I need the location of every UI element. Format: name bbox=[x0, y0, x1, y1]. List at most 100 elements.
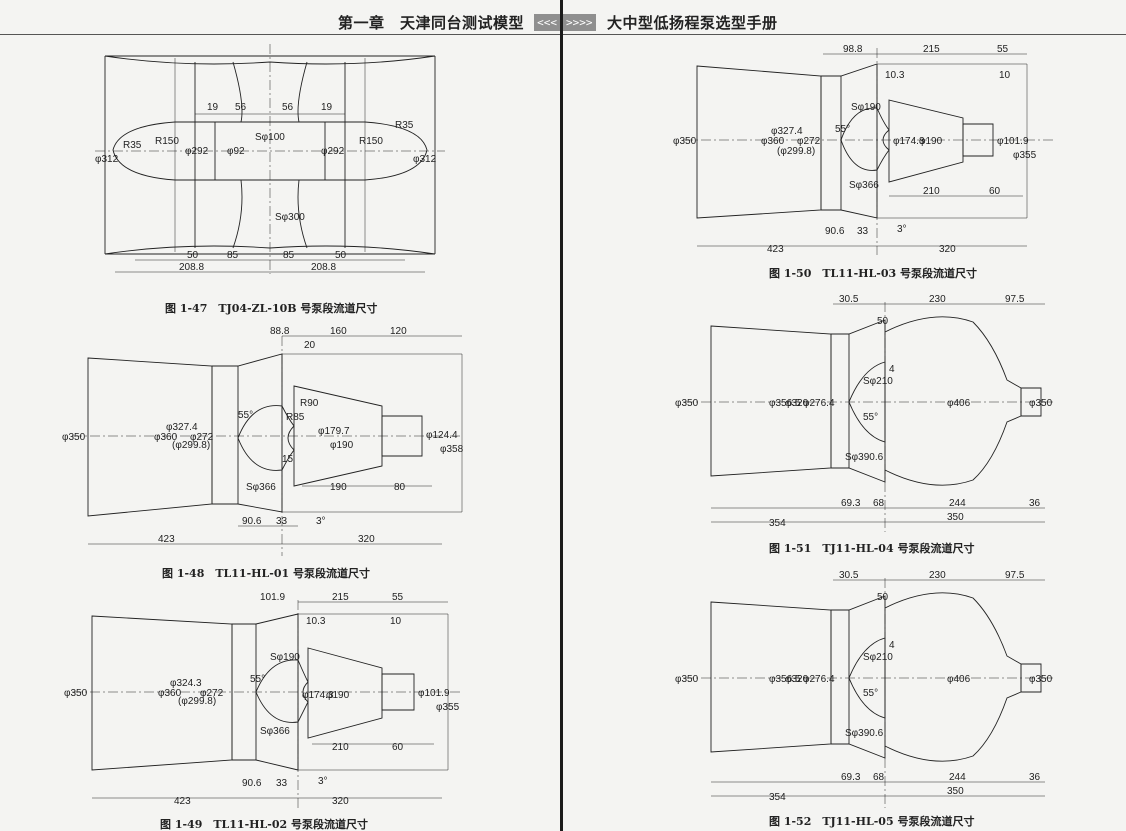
dim-label: 55° bbox=[250, 674, 265, 685]
dim-label: 33 bbox=[857, 226, 869, 237]
dim-label: 55° bbox=[863, 688, 878, 699]
dim-label: 3° bbox=[897, 224, 907, 235]
dim-label: 350 bbox=[947, 786, 964, 797]
dim-label: φ350 bbox=[1029, 674, 1053, 685]
dim-label: 15 bbox=[282, 454, 294, 465]
header-chevron-right-icon: >>>> bbox=[563, 14, 596, 31]
dim-label: Sφ210 bbox=[863, 652, 893, 663]
dim-label: 20 bbox=[304, 340, 316, 351]
dim-label: 423 bbox=[158, 534, 175, 545]
dim-label: 210 bbox=[923, 186, 940, 197]
dim-label: 190 bbox=[330, 482, 347, 493]
dim-label: 244 bbox=[949, 772, 966, 783]
dim-label: Sφ366 bbox=[246, 482, 276, 493]
dim-label: R85 bbox=[286, 412, 305, 423]
dim-label: 208.8 bbox=[311, 262, 336, 273]
dim-label: φ327.4 bbox=[771, 126, 803, 137]
dim-label: 56 bbox=[282, 102, 294, 113]
dim-label: φ292 bbox=[321, 146, 345, 157]
dim-label: φ350 bbox=[62, 432, 86, 443]
dim-label: φ101.9 bbox=[997, 136, 1029, 147]
dim-label: 50 bbox=[877, 592, 889, 603]
dim-label: 69.3 bbox=[841, 772, 861, 783]
figure-1-48-caption: 图 1-48 TL11-HL-01 号泵段流道尺寸 bbox=[162, 567, 370, 580]
dim-label: φ190 bbox=[919, 136, 943, 147]
figure-1-49-caption: 图 1-49 TL11-HL-02 号泵段流道尺寸 bbox=[160, 818, 368, 831]
dim-label: 97.5 bbox=[1005, 570, 1025, 581]
dim-label: 50 bbox=[187, 250, 199, 261]
dim-label: 423 bbox=[174, 796, 191, 807]
dim-label: 55° bbox=[238, 410, 253, 421]
dim-label: 10.3 bbox=[306, 616, 326, 627]
dim-label: 50 bbox=[335, 250, 347, 261]
dim-label: 19 bbox=[207, 102, 219, 113]
dim-label: 90.6 bbox=[242, 516, 262, 527]
dim-label: 354 bbox=[769, 792, 786, 803]
dim-label: 215 bbox=[923, 44, 940, 55]
dim-label: φ179.7 bbox=[318, 426, 350, 437]
dim-label: φ190 bbox=[330, 440, 354, 451]
dim-label: 55 bbox=[997, 44, 1009, 55]
figure-1-48-drawing: 88.8 160 120 20 55° R90 R85 φ350 φ360 φ3… bbox=[62, 326, 464, 556]
dim-label: φ101.9 bbox=[418, 688, 450, 699]
dim-label: 30.5 bbox=[839, 570, 859, 581]
dim-label: φ360 bbox=[154, 432, 178, 443]
dim-label: Sφ300 bbox=[275, 212, 305, 223]
chapter-header: 第一章 天津同台测试模型 bbox=[337, 14, 524, 32]
dim-label: φ350 bbox=[675, 674, 699, 685]
dim-label: Sφ100 bbox=[255, 132, 285, 143]
header-rule bbox=[0, 34, 560, 35]
dim-label: 98.8 bbox=[843, 44, 863, 55]
dim-label: 56 bbox=[235, 102, 247, 113]
dim-label: 90.6 bbox=[242, 778, 262, 789]
dim-label: (φ299.8) bbox=[777, 146, 815, 157]
dim-label: 320 bbox=[939, 244, 956, 255]
dim-label: 33 bbox=[276, 778, 288, 789]
dim-label: 160 bbox=[330, 326, 347, 337]
dim-label: Sφ366 bbox=[849, 180, 879, 191]
dim-label: φ406 bbox=[947, 674, 971, 685]
dim-label: 354 bbox=[769, 518, 786, 529]
figure-1-50-caption: 图 1-50 TL11-HL-03 号泵段流道尺寸 bbox=[769, 267, 977, 280]
dim-label: φ350 bbox=[1029, 398, 1053, 409]
dim-label: Sφ390.6 bbox=[845, 452, 884, 463]
dim-label: φ324.3 bbox=[170, 678, 202, 689]
dim-label: 60 bbox=[392, 742, 404, 753]
header-chevron-left-icon: <<< bbox=[534, 14, 560, 31]
dim-label: 88.8 bbox=[270, 326, 290, 337]
figure-1-47-caption: 图 1-47 TJ04-ZL-10B 号泵段流道尺寸 bbox=[165, 302, 378, 315]
dim-label: 120 bbox=[390, 326, 407, 337]
dim-label: Sφ210 bbox=[863, 376, 893, 387]
dim-label: 244 bbox=[949, 498, 966, 509]
dim-label: φ350 bbox=[675, 398, 699, 409]
dim-label: 36 bbox=[1029, 772, 1041, 783]
dim-label: φ276.4 bbox=[803, 398, 835, 409]
dim-label: 320 bbox=[358, 534, 375, 545]
dim-label: φ312 bbox=[95, 154, 119, 165]
dim-label: R35 bbox=[395, 120, 414, 131]
dim-label: 101.9 bbox=[260, 592, 285, 603]
dim-label: 4 bbox=[889, 640, 895, 651]
dim-label: 55 bbox=[392, 592, 404, 603]
dim-label: φ355 bbox=[1013, 150, 1037, 161]
dim-label: R150 bbox=[155, 136, 179, 147]
figure-1-52-drawing: 30.5 230 97.5 50 4 Sφ210 55° φ350 φ356.5… bbox=[673, 568, 1053, 808]
dim-label: Sφ390.6 bbox=[845, 728, 884, 739]
dim-label: 423 bbox=[767, 244, 784, 255]
left-page: 第一章 天津同台测试模型 <<< bbox=[0, 0, 560, 831]
dim-label: 10 bbox=[390, 616, 402, 627]
dim-label: φ356.5 bbox=[769, 398, 801, 409]
dim-label: 60 bbox=[989, 186, 1001, 197]
dim-label: Sφ366 bbox=[260, 726, 290, 737]
dim-label: φ312 bbox=[413, 154, 437, 165]
dim-label: φ406 bbox=[947, 398, 971, 409]
dim-label: 69.3 bbox=[841, 498, 861, 509]
page-gutter bbox=[560, 0, 563, 831]
dim-label: 230 bbox=[929, 570, 946, 581]
dim-label: 215 bbox=[332, 592, 349, 603]
dim-label: 230 bbox=[929, 294, 946, 305]
dim-label: 210 bbox=[332, 742, 349, 753]
dim-label: φ350 bbox=[673, 136, 697, 147]
figure-1-51-caption: 图 1-51 TJ11-HL-04 号泵段流道尺寸 bbox=[769, 542, 975, 555]
dim-label: 350 bbox=[947, 512, 964, 523]
